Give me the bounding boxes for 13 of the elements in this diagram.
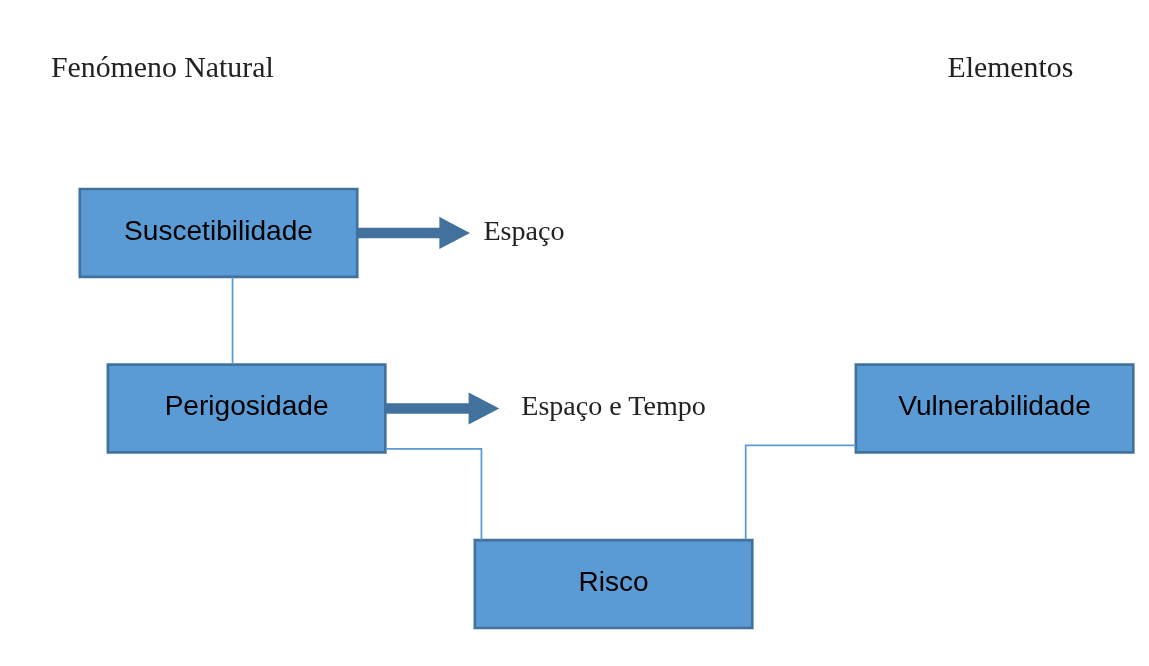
node-box: Suscetibilidade xyxy=(78,187,359,279)
node-text: Espaço xyxy=(483,214,565,246)
node-box: Risco xyxy=(473,538,754,630)
connector xyxy=(231,276,234,366)
arrow xyxy=(385,392,500,425)
node-box: Perigosidade xyxy=(106,363,387,454)
label: Fenómeno Natural xyxy=(50,49,274,83)
node-text: Espaço e Tempo xyxy=(521,390,706,422)
node-box: Vulnerabilidade xyxy=(854,363,1135,454)
connector xyxy=(744,444,857,541)
arrow xyxy=(357,216,470,249)
connector xyxy=(385,448,483,541)
label: Elementos xyxy=(947,49,1074,83)
